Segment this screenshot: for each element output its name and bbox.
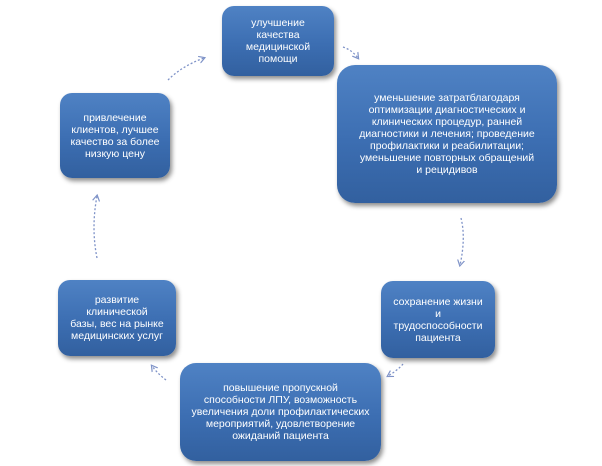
node-line: диагностики и лечения; проведение — [359, 128, 535, 140]
node-throughput: повышение пропускной способности ЛПУ, во… — [180, 363, 381, 461]
arrow-right-big-to-right-mid — [460, 217, 463, 265]
node-line: пациента — [415, 331, 461, 344]
node-line: низкую цену — [84, 147, 146, 160]
node-attract-clients: привлечение клиентов, лучшее качество за… — [60, 93, 170, 178]
node-reduce-costs: уменьшение затратблагодаря оптимизации д… — [337, 65, 557, 203]
node-line: сохранение жизни и — [393, 295, 483, 320]
node-line: помощи — [258, 53, 298, 65]
node-line: медицинских услуг — [71, 330, 163, 342]
node-line: улучшение качества — [251, 17, 305, 41]
node-line: уменьшение повторных обращений — [359, 152, 535, 164]
node-line: и рецидивов — [416, 164, 478, 176]
node-line: профилактики и реабилитации; — [370, 140, 524, 152]
node-preserve-life: сохранение жизни и трудоспособности паци… — [381, 281, 495, 358]
node-line: мероприятий, удовлетворение — [205, 418, 356, 430]
node-line: уменьшение затратблагодаря — [374, 92, 520, 104]
arrow-right-mid-to-bottom — [388, 363, 404, 376]
node-line: ожиданий пациента — [232, 430, 329, 442]
node-improve-quality: улучшение качества медицинской помощи — [222, 6, 334, 76]
node-line: привлечение — [83, 111, 147, 124]
arrow-top-to-right-big — [342, 46, 358, 58]
node-line: базы, вес на рынке — [70, 318, 164, 330]
node-line: увеличения доли профилактических — [191, 406, 370, 418]
arrow-left-up-to-top — [167, 58, 204, 81]
node-clinical-base: развитие клинической базы, вес на рынке … — [58, 280, 176, 356]
node-line: клинических процедур, ранней — [371, 116, 523, 128]
arrow-left-low-to-left-up — [94, 196, 97, 259]
node-line: медицинской — [245, 41, 311, 53]
node-line: повышение пропускной — [223, 382, 338, 394]
node-line: оптимизации диагностических и — [368, 104, 526, 116]
node-line: развитие — [94, 294, 140, 306]
arrow-bottom-to-left-low — [152, 366, 167, 381]
node-line: клинической — [86, 306, 148, 318]
node-line: трудоспособности — [393, 319, 483, 332]
node-line: способности ЛПУ, возможность — [203, 394, 358, 406]
node-line: качество за более — [70, 135, 160, 148]
node-line: клиентов, лучшее — [71, 123, 159, 136]
